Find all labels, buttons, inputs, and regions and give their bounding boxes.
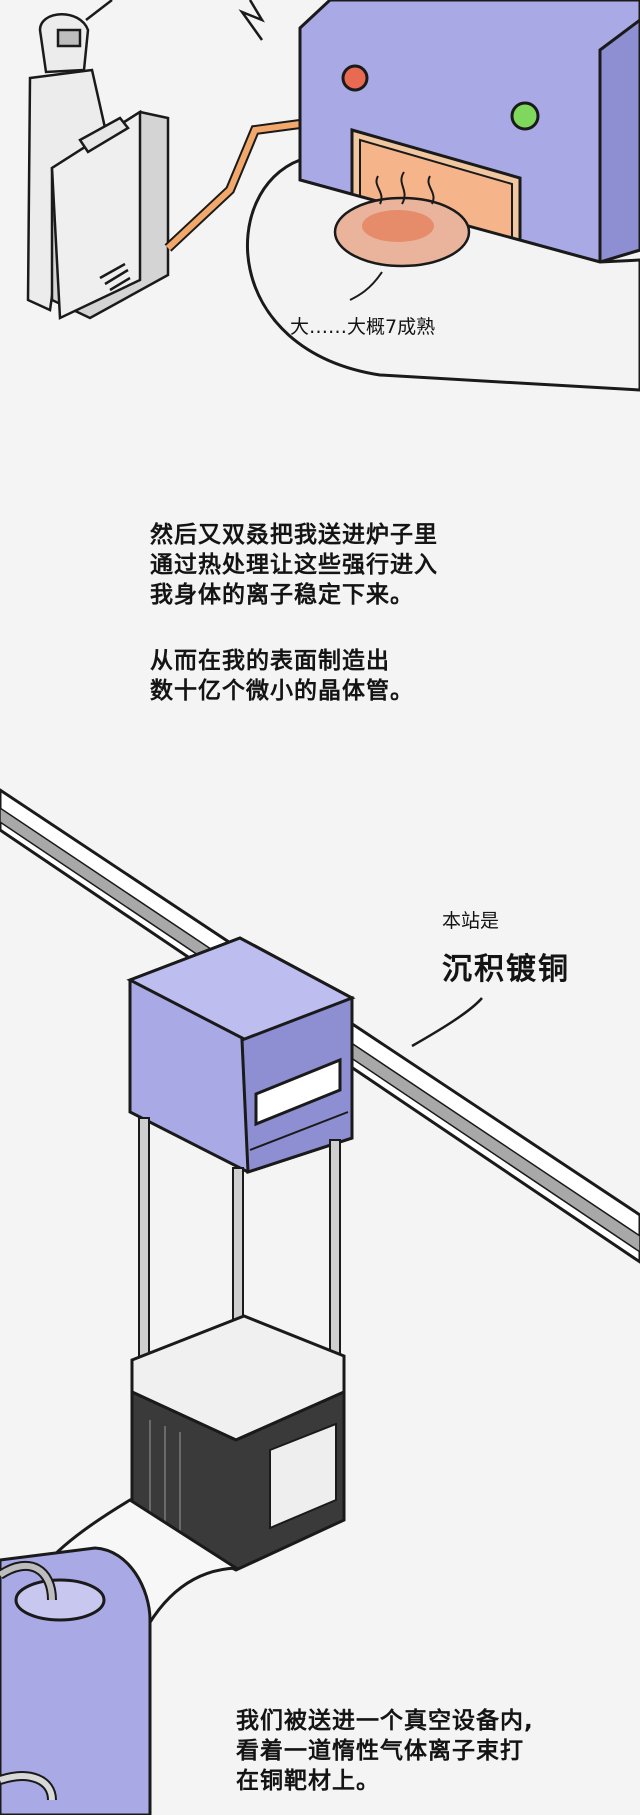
target-stage bbox=[130, 1314, 346, 1572]
narration-2-line-2: 数十亿个微小的晶体管。 bbox=[150, 678, 414, 704]
station-speech-tail bbox=[411, 997, 483, 1048]
worker-figure bbox=[26, 0, 113, 312]
station-label-small: 本站是 bbox=[442, 910, 500, 932]
narration-1-line-2: 通过热处理让这些强行进入 bbox=[150, 552, 438, 578]
hot-wafer bbox=[333, 171, 471, 301]
narration-2: 从而在我的表面制造出 数十亿个微小的晶体管。 bbox=[150, 646, 414, 706]
narration-1-line-1: 然后又双叒把我送进炉子里 bbox=[150, 522, 438, 548]
furnace-machine bbox=[298, 0, 640, 265]
station-label-big: 沉积镀铜 bbox=[442, 952, 570, 987]
narration-3-line-1: 我们被送进一个真空设备内, bbox=[236, 1708, 534, 1734]
gas-tank bbox=[0, 1546, 152, 1815]
orange-pipe bbox=[164, 119, 301, 252]
narration-3-line-2: 看着一道惰性气体离子束打 bbox=[236, 1738, 524, 1764]
speech-tail-right bbox=[238, 0, 265, 41]
narration-3: 我们被送进一个真空设备内, 看着一道惰性气体离子束打 在铜靶材上。 bbox=[236, 1706, 534, 1796]
narration-2-line-1: 从而在我的表面制造出 bbox=[150, 648, 390, 674]
workstation-box bbox=[50, 109, 170, 320]
narration-3-line-3: 在铜靶材上。 bbox=[236, 1768, 380, 1794]
deposition-chamber bbox=[126, 936, 356, 1175]
narration-1-line-3: 我身体的离子稳定下来。 bbox=[150, 582, 414, 608]
whisper-caption: 大……大概7成熟 bbox=[290, 316, 436, 338]
narration-1: 然后又双叒把我送进炉子里 通过热处理让这些强行进入 我身体的离子稳定下来。 bbox=[150, 520, 438, 610]
